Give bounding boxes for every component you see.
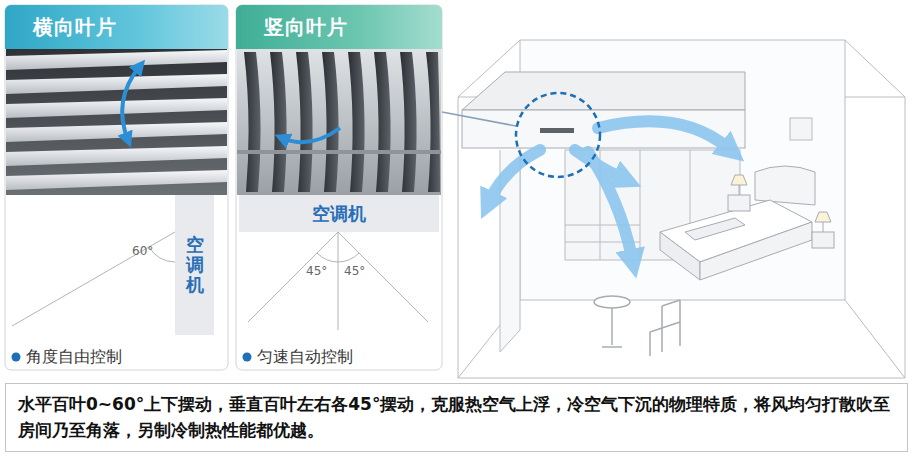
vertical-louver-photo <box>237 150 441 154</box>
air-flow-arrow <box>490 121 728 258</box>
table-chair <box>611 308 613 345</box>
bullet-dot <box>12 353 21 362</box>
angle-diagram <box>338 253 359 262</box>
ac-unit <box>540 128 574 133</box>
air-flow-arrow <box>490 150 540 200</box>
vertical-louver-photo <box>348 52 365 192</box>
zoom-callout <box>442 112 516 126</box>
angle-diagram <box>12 232 175 326</box>
zoom-callout <box>516 93 600 177</box>
bedside-lamp <box>739 185 740 195</box>
vertical-louver-photo <box>374 52 391 192</box>
vertical-louver-photo <box>322 52 339 192</box>
header-band-text: 竖向叶片 <box>264 14 348 41</box>
bed <box>685 218 745 240</box>
horizontal-louver-photo <box>6 74 227 94</box>
horizontal-louver-photo <box>6 122 227 142</box>
header-band-text: 横向叶片 <box>33 14 117 41</box>
bed <box>660 166 815 280</box>
horizontal-louver-photo <box>6 146 227 166</box>
ac-unit <box>462 72 745 148</box>
header-band: 横向叶片 <box>5 5 228 49</box>
vertical-louver-photo <box>400 52 417 192</box>
feature-label: 匀速自动控制 <box>257 347 353 368</box>
room-illustration <box>790 118 812 140</box>
unit-strip-text: 空调机 <box>186 235 204 294</box>
angle-diagram <box>248 232 338 322</box>
feature-label: 角度自由控制 <box>26 347 122 368</box>
unit-strip: 空调机 <box>175 195 214 335</box>
table-chair <box>594 296 680 356</box>
room-illustration <box>640 150 641 260</box>
air-flow-arrow <box>598 121 728 148</box>
bedside-lamp <box>815 212 831 222</box>
vertical-louver-photo <box>426 52 440 192</box>
room-illustration <box>458 40 905 378</box>
vertical-louver-photo <box>270 52 287 192</box>
angle-label: 60° <box>132 244 153 258</box>
bed <box>755 166 815 205</box>
unit-strip: 空调机 <box>239 195 439 232</box>
horizontal-louver-photo <box>6 49 227 195</box>
horizontal-louver-photo <box>122 66 140 140</box>
vertical-louver-photo <box>282 128 340 142</box>
vertical-louver-photo <box>237 49 441 195</box>
air-flow-arrow <box>575 150 622 178</box>
room-illustration <box>845 40 905 97</box>
unit-strip-text: 空调机 <box>312 202 366 226</box>
angle-diagram <box>338 232 339 330</box>
table-chair <box>602 346 622 348</box>
bedside-lamp <box>823 222 824 232</box>
horizontal-louver-photo <box>6 98 227 118</box>
horizontal-louver-photo <box>6 50 227 70</box>
header-band: 竖向叶片 <box>236 5 442 49</box>
zoom-callout <box>442 93 600 177</box>
bedside-lamp <box>728 175 834 248</box>
bedside-lamp <box>731 175 747 185</box>
table-chair <box>650 300 680 356</box>
angle-diagram <box>12 232 428 330</box>
bullet-dot <box>243 353 252 362</box>
panel-frame <box>5 5 442 370</box>
vertical-louver-photo <box>296 52 313 192</box>
vertical-louver-photo <box>237 49 441 195</box>
bedside-lamp <box>728 195 750 211</box>
angle-label: 45° <box>344 264 365 278</box>
angle-label: 45° <box>306 264 327 278</box>
table-chair <box>594 296 630 308</box>
panel-frame <box>236 5 442 370</box>
caption-box: 水平百叶0~60°上下摆动，垂直百叶左右各45°摆动，克服热空气上浮，冷空气下沉… <box>5 383 908 452</box>
bedside-lamp <box>812 232 834 248</box>
horizontal-louver-photo <box>6 49 227 195</box>
horizontal-louver-photo <box>6 170 227 190</box>
vertical-louver-photo <box>244 52 261 192</box>
ac-unit <box>462 72 745 110</box>
caption-box-text: 水平百叶0~60°上下摆动，垂直百叶左右各45°摆动，克服热空气上浮，冷空气下沉… <box>18 392 895 443</box>
angle-diagram <box>317 253 338 262</box>
ac-unit <box>462 110 745 148</box>
angle-diagram <box>338 232 428 322</box>
room-illustration <box>845 300 905 378</box>
panel-frame <box>5 5 228 370</box>
